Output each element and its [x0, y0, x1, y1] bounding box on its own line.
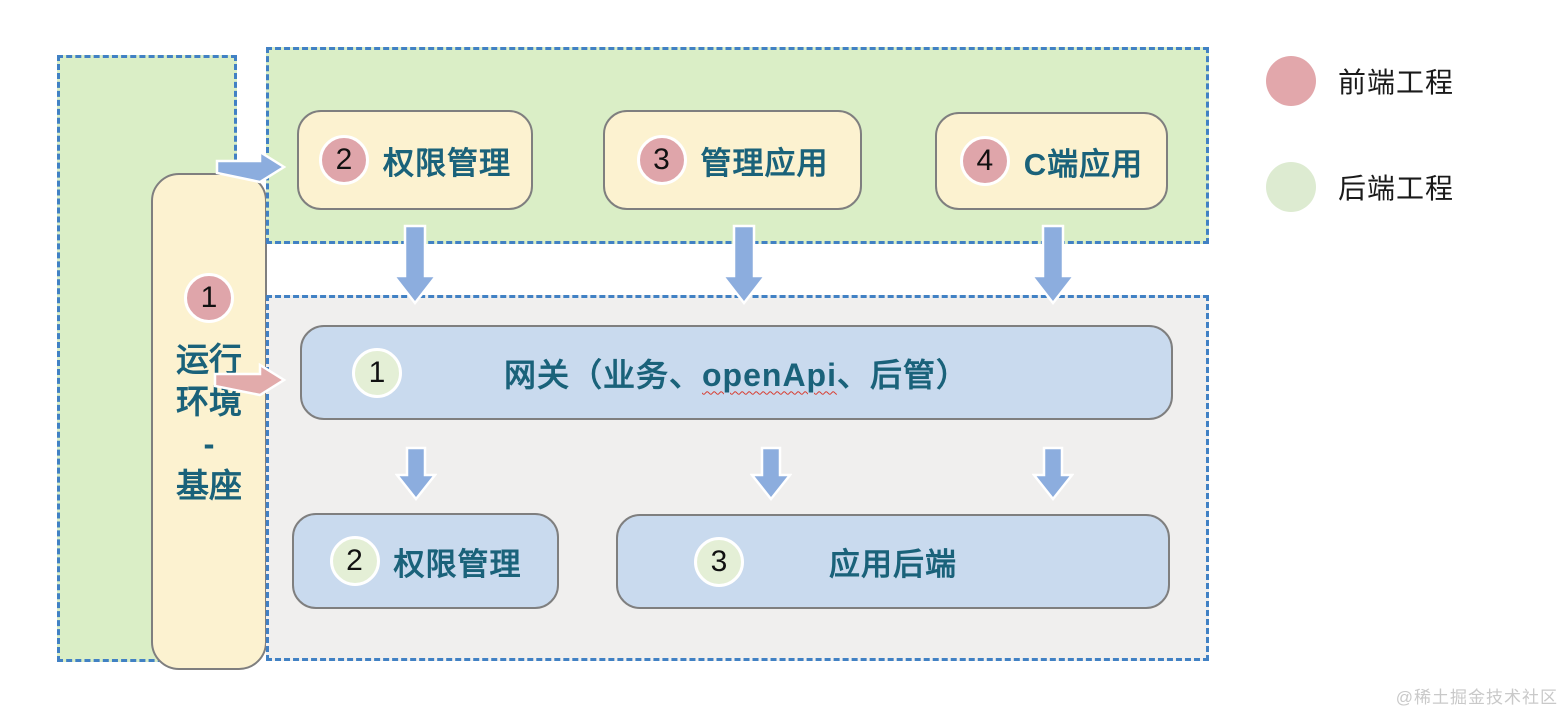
- frontend-permission-label: 权限管理: [383, 145, 511, 181]
- arrow-base-to-frontend-icon: [215, 149, 287, 184]
- backend-app-badge: 3: [694, 536, 744, 587]
- base-number-badge: 1: [184, 273, 234, 323]
- legend-item-backend: 后端工程: [1266, 162, 1454, 212]
- arrow-gateway-to-app-backend-left-icon: [750, 446, 792, 502]
- badge-number: 2: [346, 544, 363, 577]
- gateway-label: 网关（业务、openApi、后管）: [302, 350, 1171, 396]
- base-group-container: 1 运行 环境 - 基座: [57, 55, 267, 670]
- arrow-gateway-to-app-backend-right-icon: [1032, 446, 1074, 502]
- badge-number: 4: [976, 144, 994, 177]
- gateway-label-suffix: 、后管）: [836, 356, 969, 393]
- gateway-badge: 1: [352, 347, 402, 398]
- arrow-gateway-to-permission-icon: [395, 446, 437, 502]
- frontend-c-app-badge: 4: [959, 136, 1010, 186]
- backend-node-gateway[interactable]: 1 网关（业务、openApi、后管）: [300, 325, 1173, 420]
- frontend-node-c-app[interactable]: 4 C端应用: [935, 112, 1168, 210]
- arrow-base-to-gateway-icon: [213, 362, 287, 397]
- frontend-node-permission[interactable]: 2 权限管理: [297, 110, 533, 210]
- gateway-label-openapi: openApi: [702, 356, 837, 393]
- badge-number: 2: [335, 143, 353, 176]
- backend-app-label: 应用后端: [829, 547, 957, 582]
- legend-backend-label: 后端工程: [1338, 173, 1455, 204]
- gateway-label-prefix: 网关（业务、: [503, 356, 702, 393]
- backend-node-permission[interactable]: 2 权限管理: [292, 513, 559, 609]
- frontend-admin-app-label: 管理应用: [700, 145, 829, 181]
- backend-node-app-backend[interactable]: 3 应用后端: [616, 514, 1170, 609]
- watermark: @稀土掘金技术社区: [1395, 688, 1558, 707]
- base-node[interactable]: 1 运行 环境 - 基座: [151, 173, 267, 670]
- legend-item-frontend: 前端工程: [1266, 56, 1454, 106]
- backend-permission-badge: 2: [329, 536, 380, 586]
- legend-backend-dot-icon: [1266, 162, 1316, 212]
- badge-number: 3: [653, 143, 670, 176]
- backend-permission-label: 权限管理: [393, 546, 522, 582]
- base-label-line: -: [203, 425, 215, 462]
- frontend-node-admin-app[interactable]: 3 管理应用: [603, 110, 862, 210]
- badge-number: 1: [368, 355, 386, 389]
- arrow-admin-app-to-gateway-icon: [721, 224, 767, 306]
- legend-frontend-label: 前端工程: [1338, 67, 1455, 98]
- frontend-c-app-label: C端应用: [1023, 146, 1144, 182]
- base-number: 1: [200, 281, 218, 314]
- base-label-line: 运行: [176, 341, 242, 378]
- base-label-line: 基座: [176, 467, 242, 504]
- legend-frontend-dot-icon: [1266, 56, 1316, 106]
- badge-number: 3: [710, 544, 728, 578]
- arrow-permission-to-gateway-icon: [392, 224, 438, 306]
- frontend-permission-badge: 2: [319, 135, 369, 185]
- frontend-admin-app-badge: 3: [636, 135, 687, 185]
- arrow-c-app-to-gateway-icon: [1030, 224, 1076, 306]
